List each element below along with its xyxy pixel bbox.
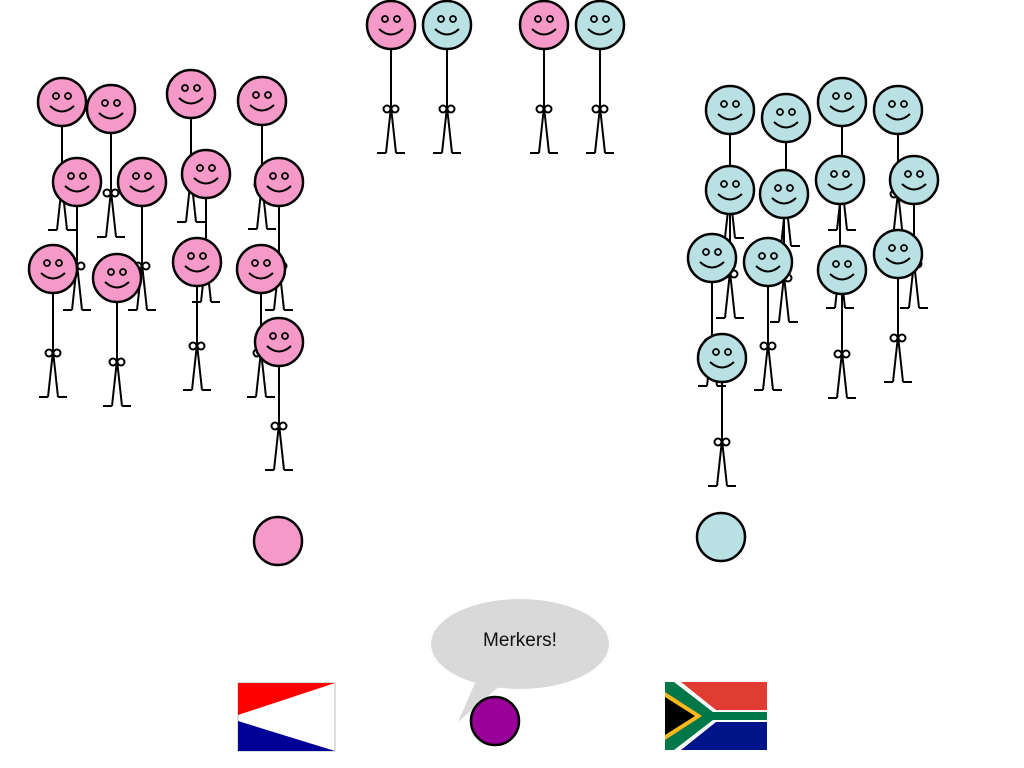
stick-figure <box>165 68 217 223</box>
smiley-face-icon <box>816 244 868 296</box>
smiley-face-icon <box>36 76 88 128</box>
south-africa-flag-icon <box>665 682 767 750</box>
smiley-face-icon <box>696 332 748 384</box>
smiley-face-icon <box>816 76 868 128</box>
smiley-face-icon <box>742 236 794 288</box>
smiley-face-icon <box>518 0 570 51</box>
smiley-face-icon <box>872 228 924 280</box>
stick-figure <box>27 243 79 398</box>
smiley-face-icon <box>235 243 287 295</box>
smiley-face-icon <box>85 83 137 135</box>
smiley-face-icon <box>27 243 79 295</box>
stick-figure <box>253 316 305 471</box>
stick-figure <box>421 0 473 154</box>
red-white-blue-flag-icon <box>237 682 336 752</box>
smiley-face-icon <box>171 236 223 288</box>
stick-figure <box>116 156 168 311</box>
stick-figure <box>365 0 417 154</box>
stick-figure <box>36 76 88 231</box>
stick-figure <box>696 332 748 487</box>
smiley-face-icon <box>253 156 305 208</box>
stick-figure <box>85 83 137 238</box>
speech-bubble <box>431 599 609 722</box>
smiley-face-icon <box>91 252 143 304</box>
smiley-face-icon <box>758 168 810 220</box>
stick-figure <box>574 0 626 154</box>
smiley-face-icon <box>872 84 924 136</box>
smiley-face-icon <box>704 84 756 136</box>
smiley-face-icon <box>180 148 232 200</box>
speech-bubble-text: Merkers! <box>483 630 557 651</box>
stick-figure <box>872 228 924 383</box>
stick-figure <box>171 236 223 391</box>
smiley-face-icon <box>814 154 866 206</box>
stick-figure <box>816 244 868 399</box>
smiley-face-icon <box>760 92 812 144</box>
stick-figure <box>742 236 794 391</box>
smiley-face-icon <box>116 156 168 208</box>
pink-team-marker <box>252 515 304 567</box>
smiley-face-icon <box>51 156 103 208</box>
smiley-face-icon <box>236 75 288 127</box>
stick-figure <box>91 252 143 407</box>
smiley-face-icon <box>365 0 417 51</box>
stick-figure <box>760 92 812 247</box>
smiley-face-icon <box>421 0 473 51</box>
stick-figures <box>27 0 940 487</box>
smiley-face-icon <box>165 68 217 120</box>
smiley-face-icon <box>888 154 940 206</box>
stick-figure <box>518 0 570 154</box>
stick-figure <box>704 164 756 319</box>
smiley-face-icon <box>574 0 626 51</box>
stick-figure <box>816 76 868 231</box>
smiley-face-icon <box>686 232 738 284</box>
smiley-face-icon <box>704 164 756 216</box>
stick-figure <box>236 75 288 230</box>
blue-team-marker <box>695 511 747 563</box>
speaker-head <box>469 695 521 747</box>
smiley-face-icon <box>253 316 305 368</box>
